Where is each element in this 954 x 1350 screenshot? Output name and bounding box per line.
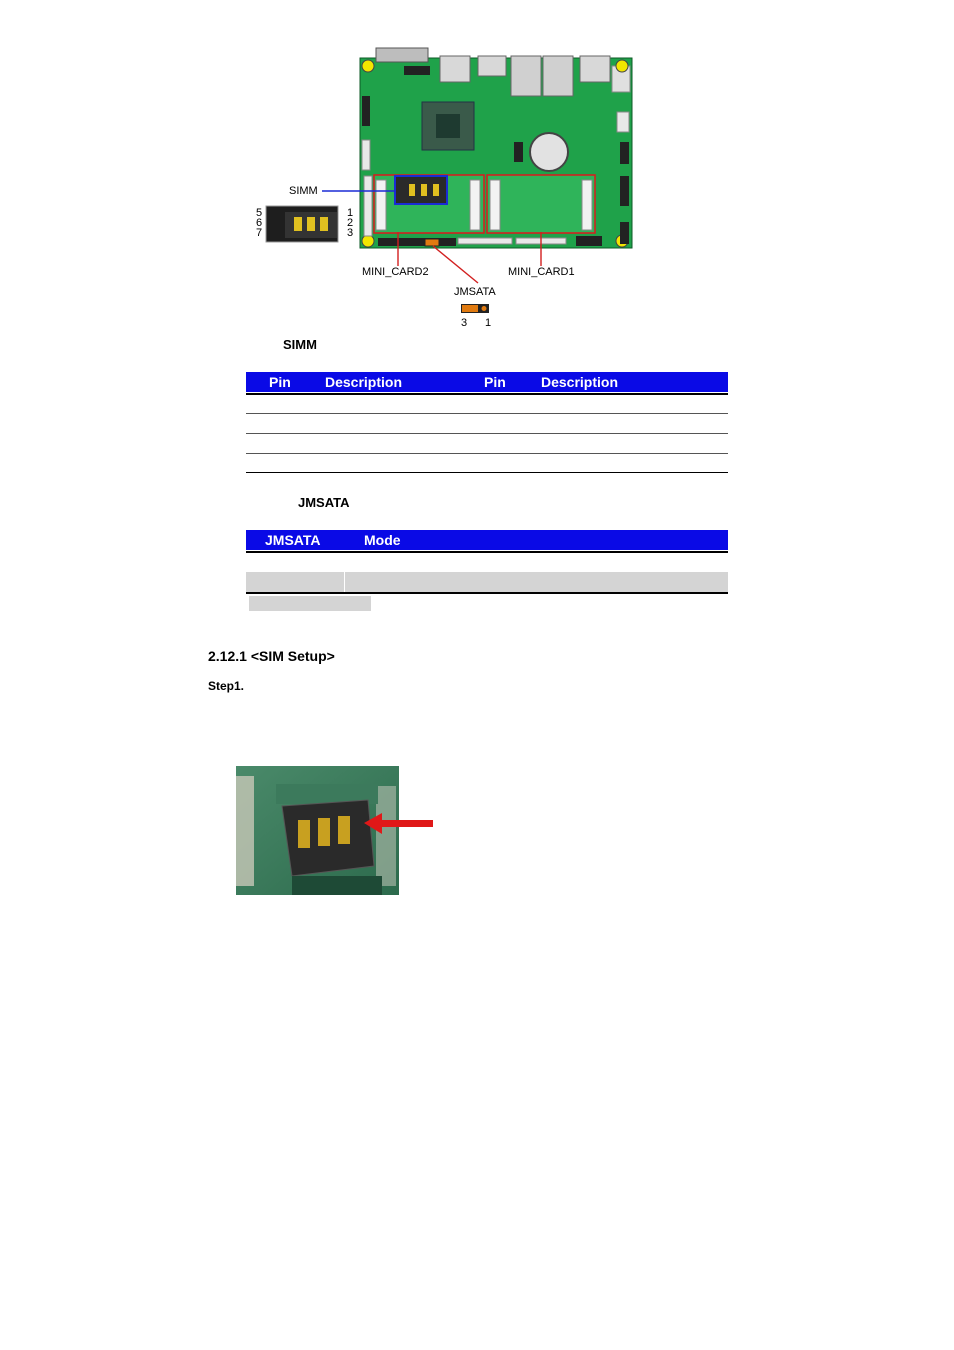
white-header bbox=[616, 111, 630, 133]
pin-label: 6 bbox=[256, 217, 263, 229]
vga-connector bbox=[375, 47, 429, 63]
sim-setup-heading: 2.12.1 <SIM Setup> bbox=[208, 648, 335, 664]
pin-label: 5 bbox=[256, 207, 263, 219]
table-row bbox=[246, 413, 728, 414]
battery bbox=[529, 132, 569, 172]
sim-zoom-contact bbox=[320, 217, 328, 231]
header-top bbox=[404, 66, 430, 75]
white-header bbox=[361, 139, 371, 171]
col-pin: Pin bbox=[269, 374, 291, 390]
mini-card1-slot bbox=[581, 179, 593, 231]
col-pin-2: Pin bbox=[484, 374, 506, 390]
table-rule bbox=[246, 592, 728, 594]
mini-card1-slot bbox=[489, 179, 501, 231]
table-rule bbox=[246, 393, 728, 395]
lan-connector-2 bbox=[542, 55, 574, 97]
lan-connector-1 bbox=[510, 55, 542, 97]
mount-hole bbox=[615, 59, 629, 73]
pin-label: 2 bbox=[347, 217, 354, 229]
sim-contact bbox=[421, 184, 427, 196]
jmsata-section-title: JMSATA bbox=[298, 495, 350, 510]
simm-section-title: SIMM bbox=[283, 337, 317, 352]
red-arrow-icon bbox=[364, 813, 433, 834]
pin-label: 3 bbox=[347, 227, 354, 239]
simm-table-header: Pin Description Pin Description bbox=[246, 372, 728, 392]
small-header bbox=[514, 142, 523, 162]
simm-label: SIMM bbox=[289, 185, 318, 197]
table-rule bbox=[246, 472, 728, 473]
pin-label: 1 bbox=[347, 207, 354, 219]
sim-socket-photo bbox=[236, 766, 433, 895]
small-header bbox=[620, 176, 629, 206]
col-description-2: Description bbox=[541, 374, 619, 390]
mount-hole bbox=[361, 234, 375, 248]
col-jmsata: JMSATA bbox=[265, 532, 321, 548]
white-header bbox=[363, 175, 373, 237]
jmsata-pointer bbox=[432, 245, 479, 284]
motherboard-diagram bbox=[265, 47, 633, 313]
jmsata-table-header: JMSATA Mode bbox=[246, 530, 728, 550]
jumper-pin-1-label: 1 bbox=[485, 317, 492, 329]
col-mode: Mode bbox=[364, 532, 401, 548]
note-shaded-cell bbox=[249, 596, 371, 611]
bottom-header bbox=[378, 238, 456, 246]
small-header bbox=[620, 222, 629, 244]
jumper-pin-3-label: 3 bbox=[461, 317, 468, 329]
mini-card1-label: MINI_CARD1 bbox=[508, 266, 575, 278]
table-row-shaded bbox=[246, 572, 728, 592]
mini-card2-slot bbox=[469, 179, 481, 231]
sim-pin-labels-right: 1 2 3 bbox=[347, 207, 354, 239]
bottom-header bbox=[457, 237, 513, 245]
sata-connector bbox=[576, 236, 602, 246]
sim-zoom-contact bbox=[294, 217, 302, 231]
mini-card1-highlight bbox=[486, 174, 596, 234]
table-rule bbox=[246, 551, 728, 553]
jmsata-diagram-label: JMSATA bbox=[454, 286, 496, 298]
mini-card2-label: MINI_CARD2 bbox=[362, 266, 429, 278]
small-header bbox=[620, 142, 629, 164]
table-col-divider bbox=[344, 572, 345, 592]
table-row bbox=[246, 453, 728, 454]
col-description: Description bbox=[325, 374, 403, 390]
pin-label: 7 bbox=[256, 227, 263, 239]
usb-connector-2 bbox=[579, 55, 611, 83]
mount-hole bbox=[361, 59, 375, 73]
sim-contact bbox=[433, 184, 439, 196]
hdmi-connector bbox=[439, 55, 471, 83]
sim-zoom-contact bbox=[307, 217, 315, 231]
chipset-die bbox=[436, 114, 460, 138]
table-row bbox=[246, 433, 728, 434]
usb-connector bbox=[477, 55, 507, 77]
jmsata-pin-1 bbox=[481, 306, 487, 311]
step1-label: Step1. bbox=[208, 679, 245, 693]
sim-pin-labels-left: 5 6 7 bbox=[256, 207, 263, 239]
jmsata-jumper-cap bbox=[462, 305, 478, 312]
small-header bbox=[362, 96, 370, 126]
jmsata-jumper-on-board bbox=[424, 238, 440, 247]
sim-contact bbox=[409, 184, 415, 196]
mini-card2-slot bbox=[375, 179, 387, 231]
